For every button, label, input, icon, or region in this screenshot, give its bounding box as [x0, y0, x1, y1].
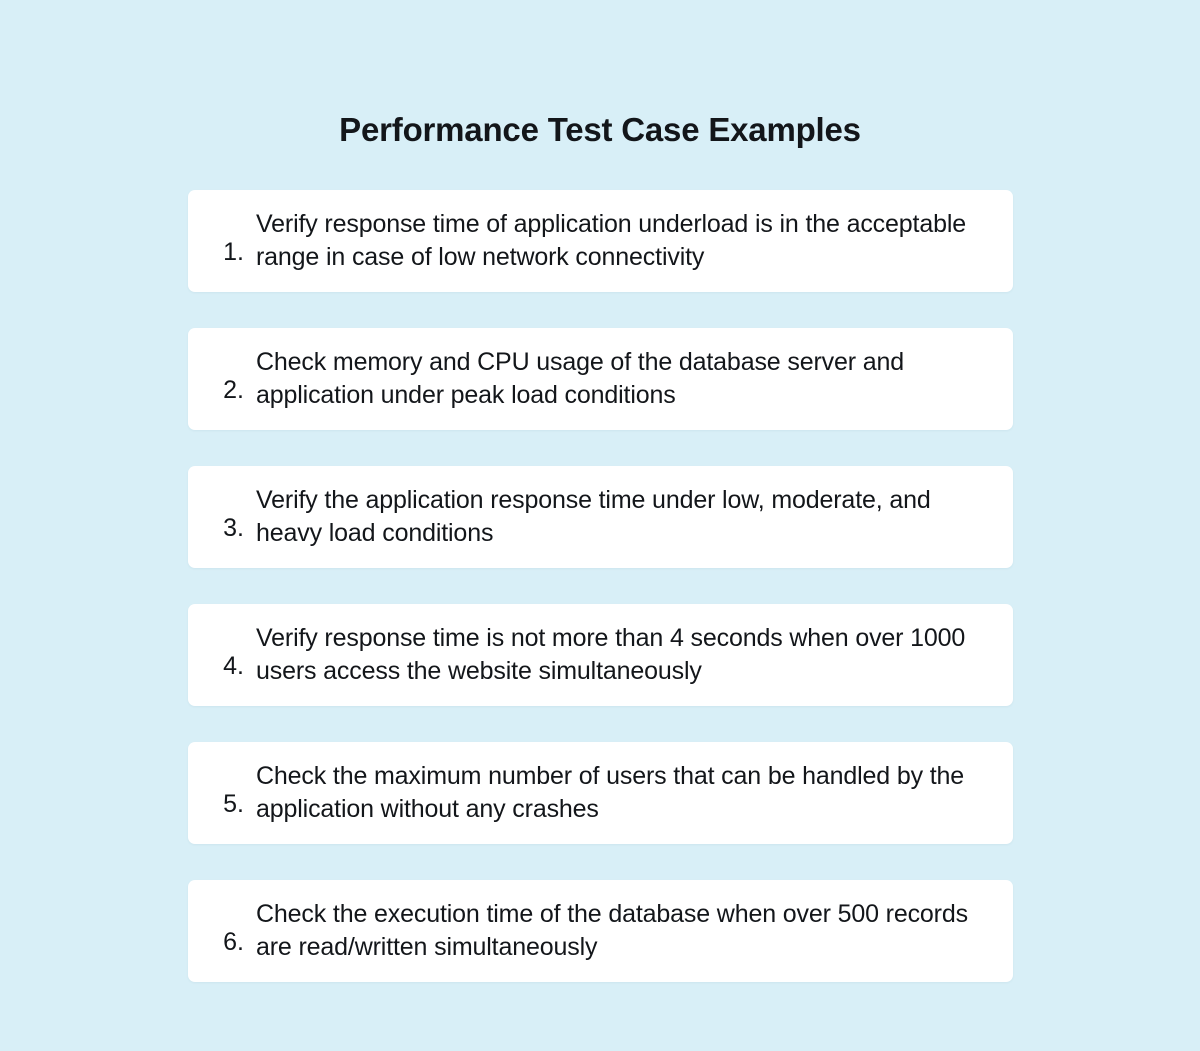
list-item-text: Check memory and CPU usage of the databa… — [256, 347, 904, 409]
list-item: 1. Verify response time of application u… — [188, 190, 1013, 292]
list-item-number: 4. — [223, 651, 244, 680]
list-item: 3. Verify the application response time … — [188, 466, 1013, 568]
list-item-number: 5. — [223, 789, 244, 818]
list-item-text: Verify response time of application unde… — [256, 209, 966, 271]
list-item-text: Verify the application response time und… — [256, 485, 931, 547]
list-item: 4. Verify response time is not more than… — [188, 604, 1013, 706]
list-item-number: 1. — [223, 237, 244, 266]
list-item-number: 3. — [223, 513, 244, 542]
list-item-text: Verify response time is not more than 4 … — [256, 623, 966, 685]
test-case-list: 1. Verify response time of application u… — [188, 190, 1013, 982]
page-title: Performance Test Case Examples — [339, 111, 861, 149]
list-item: 5. Check the maximum number of users tha… — [188, 742, 1013, 844]
list-item-number: 6. — [223, 927, 244, 956]
list-item-text: Check the maximum number of users that c… — [256, 761, 965, 823]
list-item-text: Check the execution time of the database… — [256, 899, 968, 961]
list-item: 6. Check the execution time of the datab… — [188, 880, 1013, 982]
list-item-number: 2. — [223, 375, 244, 404]
list-item: 2. Check memory and CPU usage of the dat… — [188, 328, 1013, 430]
